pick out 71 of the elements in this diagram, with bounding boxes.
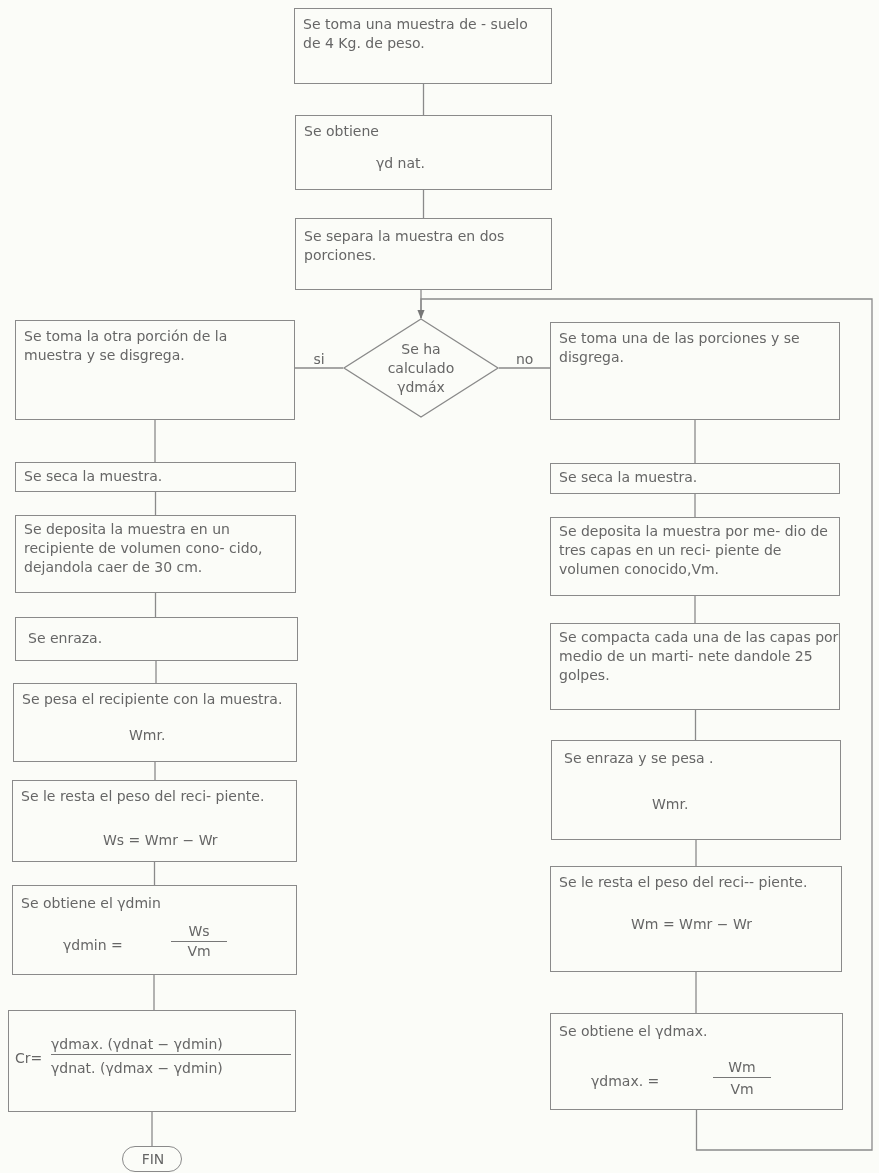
connector-line — [422, 83, 425, 116]
step-text: Se obtiene — [304, 122, 380, 141]
formula-text: γdmin = — [63, 936, 124, 955]
step-text: Se seca la muestra. — [559, 468, 699, 487]
formula-text: Wmr. — [652, 795, 690, 814]
step-text: Se toma la otra porción de la muestra y se disgrega. — [24, 327, 229, 365]
process-box — [550, 866, 842, 972]
connector-line — [153, 861, 156, 886]
process-box — [295, 218, 552, 290]
connector-line — [417, 298, 873, 1151]
step-text: Se toma una de las porciones y se disgrega. — [559, 329, 801, 367]
process-box — [294, 8, 552, 84]
formula-text: γdmax. = — [591, 1072, 661, 1091]
process-box — [15, 462, 296, 492]
connector-line — [294, 367, 344, 369]
process-box — [15, 515, 296, 593]
formula-text: Ws = Wmr − Wr — [103, 831, 219, 850]
decision-diamond — [343, 318, 499, 418]
step-text: Se seca la muestra. — [24, 467, 164, 486]
process-box — [13, 683, 297, 762]
step-text: Se obtiene el γdmin — [21, 894, 162, 913]
step-text: Se le resta el peso del reci- piente. — [21, 787, 266, 806]
connector-line — [422, 189, 425, 219]
formula-text: Vm — [186, 942, 212, 961]
connector-line — [151, 1111, 153, 1147]
connector-line — [694, 595, 696, 624]
formula-text: γdmax. (γdnat − γdmin) — [51, 1035, 291, 1055]
step-text: Se enraza y se pesa . — [564, 749, 715, 768]
step-text: Se deposita la muestra en un recipiente de volumen cono- cido, dejandola caer de 30 cm. — [24, 520, 264, 577]
process-box — [8, 1010, 296, 1112]
connector-line — [695, 971, 697, 1014]
connector-line — [155, 660, 157, 684]
step-text: Se le resta el peso del reci-- piente. — [559, 873, 809, 892]
step-text: Se toma una muestra de - suelo de 4 Kg. de peso. — [303, 15, 529, 53]
step-text: Se compacta cada una de las capas por medio de un marti- nete dandole 25 golpes. — [559, 628, 839, 685]
process-box — [550, 517, 840, 596]
process-box — [12, 780, 297, 862]
process-box — [550, 1013, 843, 1110]
connector-line — [154, 592, 157, 618]
step-text: Se ha calculado γdmáx — [386, 340, 456, 397]
connector-line — [695, 839, 697, 867]
formula-text: Ws — [171, 922, 227, 942]
step-text: Se deposita la muestra por me- dio de tres capas en un reci- piente de volumen conocido,Vm. — [559, 522, 829, 579]
connector-line — [694, 493, 696, 518]
step-text: Se pesa el recipiente con la muestra. — [22, 690, 284, 709]
process-box — [295, 115, 552, 190]
connector-line — [694, 709, 697, 741]
formula-text: γdnat. (γdmax − γdmin) — [51, 1059, 224, 1078]
connector-line — [154, 419, 156, 463]
formula-text: γd nat. — [376, 154, 426, 173]
formula-text: Vm — [729, 1080, 755, 1099]
step-text: Se separa la muestra en dos porciones. — [304, 227, 506, 265]
terminal-text: FIN — [140, 1150, 166, 1169]
formula-text: Wmr. — [129, 726, 167, 745]
step-text: Se obtiene el γdmax. — [559, 1022, 709, 1041]
process-box — [550, 463, 840, 494]
step-text: Se enraza. — [28, 629, 104, 648]
formula-text: Wm — [713, 1058, 771, 1078]
formula-text: Wm = Wmr − Wr — [631, 915, 753, 934]
process-box — [12, 885, 297, 975]
process-box — [550, 623, 840, 710]
connector-line — [154, 761, 156, 781]
process-box — [15, 617, 298, 661]
process-box — [550, 322, 840, 420]
connector-line — [153, 974, 155, 1011]
formula-text: Cr= — [15, 1049, 44, 1068]
process-box — [551, 740, 841, 840]
connector-line — [154, 491, 157, 516]
connector-line — [498, 367, 551, 369]
connector-line — [694, 419, 696, 464]
process-box — [15, 320, 295, 420]
